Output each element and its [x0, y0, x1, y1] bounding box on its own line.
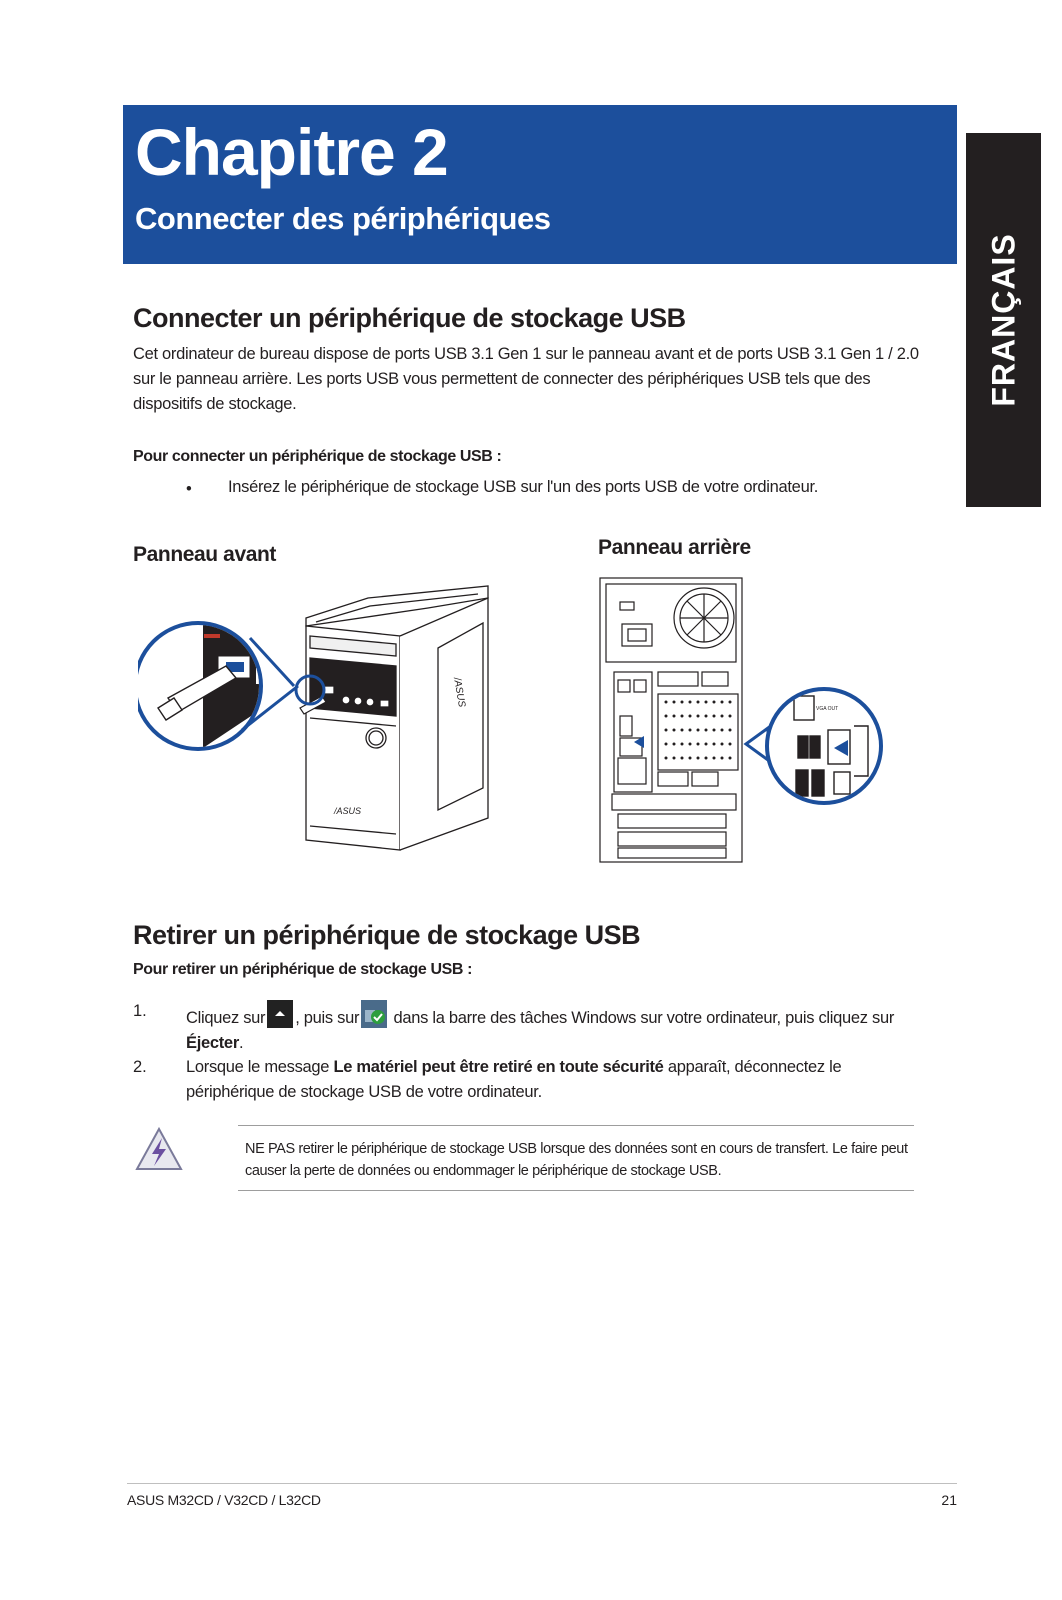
front-logo-front: /ASUS	[333, 806, 361, 816]
warning-note: NE PAS retirer le périphérique de stocka…	[238, 1125, 914, 1191]
rear-panel-label: Panneau arrière	[598, 536, 751, 559]
section-heading-remove: Retirer un périphérique de stockage USB	[133, 920, 641, 950]
step-1-part4: .	[238, 1034, 244, 1052]
step-1-part3: dans la barre des tâches Windows sur vot…	[389, 1009, 895, 1027]
front-panel-illustration: /ASUS /ASUS	[138, 585, 489, 851]
front-logo-side: /ASUS	[451, 676, 467, 709]
eject-label: Éjecter	[186, 1034, 239, 1052]
page-number: 21	[941, 1492, 957, 1508]
step-text-1: Cliquez sur , puis sur dans la barre des …	[186, 1000, 926, 1056]
language-tab-label: FRANÇAIS	[985, 233, 1021, 407]
bullet-marker: •	[186, 480, 192, 498]
chapter-subtitle: Connecter des périphériques	[135, 201, 551, 236]
step-number-2: 2.	[133, 1058, 147, 1076]
warning-note-text: NE PAS retirer le périphérique de stocka…	[245, 1141, 908, 1179]
step-1-part2: , puis sur	[295, 1009, 360, 1027]
intro-paragraph: Cet ordinateur de bureau dispose de port…	[133, 345, 919, 413]
footer-divider	[127, 1483, 957, 1484]
rear-panel-illustration: VGA OUT	[599, 577, 883, 863]
language-tab: FRANÇAIS	[966, 133, 1041, 507]
step-1-part1: Cliquez sur	[186, 1009, 266, 1027]
remove-procedure-label: Pour retirer un périphérique de stockage…	[133, 961, 473, 978]
safe-removal-message: Le matériel peut être retiré en toute sé…	[333, 1058, 664, 1076]
tray-arrow-icon[interactable]	[267, 1000, 294, 1028]
connect-procedure-label: Pour connecter un périphérique de stocka…	[133, 448, 502, 465]
chapter-title: Chapitre 2	[135, 115, 449, 189]
warning-triangle-icon	[135, 1126, 183, 1170]
section-heading-connect: Connecter un périphérique de stockage US…	[133, 303, 686, 333]
front-panel-label: Panneau avant	[133, 543, 277, 566]
safely-remove-hardware-icon[interactable]	[361, 1000, 388, 1028]
rear-port-label: VGA OUT	[816, 706, 838, 712]
step-text-2: Lorsque le message Le matériel peut être…	[186, 1055, 926, 1105]
chapter-banner: Chapitre 2 Connecter des périphériques	[123, 105, 957, 264]
connect-step: Insérez le périphérique de stockage USB …	[228, 478, 819, 496]
step-2-part1: Lorsque le message	[186, 1058, 334, 1076]
step-2-part2: apparaît, déconnectez le périphérique de…	[186, 1058, 842, 1101]
footer-model: ASUS M32CD / V32CD / L32CD	[127, 1492, 321, 1508]
step-number-1: 1.	[133, 1002, 147, 1020]
